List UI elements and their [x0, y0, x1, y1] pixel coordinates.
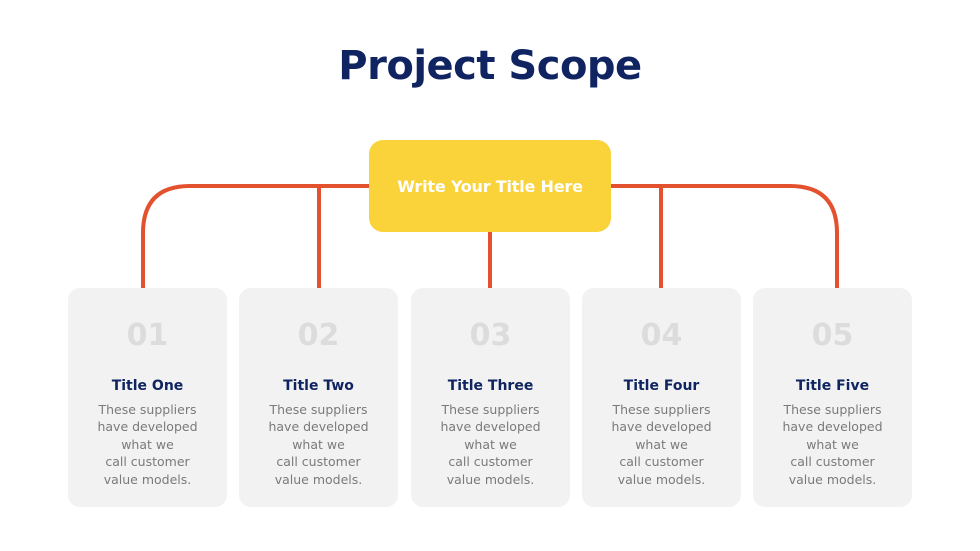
card-title: Title One	[111, 378, 184, 394]
card-body-line: value models.	[103, 471, 192, 487]
card-body-line: what we	[635, 436, 688, 452]
card-body-line: have developed	[268, 419, 369, 435]
card-body-line: These suppliers	[98, 402, 197, 417]
card-05	[753, 288, 912, 507]
card-title: Title Two	[283, 378, 354, 394]
card-02	[239, 288, 398, 507]
card-body-line: value models.	[617, 471, 706, 487]
card-body-line: value models.	[788, 471, 877, 487]
card-body-line: what we	[464, 436, 517, 452]
page-title: Project Scope	[338, 43, 642, 89]
card-body-line: have developed	[611, 419, 712, 435]
connector-outer-left	[141, 184, 370, 288]
card-title: Title Five	[795, 378, 870, 394]
card-body-line: value models.	[274, 471, 363, 487]
card-body-line: These suppliers	[269, 402, 368, 417]
root-title-label: Write Your Title Here	[397, 176, 583, 196]
card-title: Title Four	[623, 378, 700, 394]
card-01	[68, 288, 227, 507]
root-title-box: Write Your Title Here	[369, 140, 611, 232]
card-body-line: call customer	[105, 454, 190, 470]
card-body-line: have developed	[782, 419, 883, 435]
card-body-line: call customer	[619, 454, 704, 470]
card-body-line: have developed	[440, 419, 541, 435]
card-body-line: These suppliers	[612, 402, 711, 417]
card-number: 04	[640, 318, 683, 353]
card-body-line: value models.	[446, 471, 535, 487]
card-number: 03	[469, 318, 512, 353]
card-body-line: call customer	[276, 454, 361, 470]
card-number: 02	[297, 318, 340, 353]
card-number: 01	[126, 318, 169, 353]
card-body-line: call customer	[448, 454, 533, 470]
card-body-line: what we	[121, 436, 174, 452]
card-body-line: These suppliers	[783, 402, 882, 417]
card-body-line: what we	[806, 436, 859, 452]
card-03	[411, 288, 570, 507]
card-body-line: have developed	[97, 419, 198, 435]
card-title: Title Three	[447, 378, 534, 394]
connector-outer-right	[610, 184, 839, 288]
card-body-line: what we	[292, 436, 345, 452]
card-number: 05	[811, 318, 854, 353]
card-body-line: These suppliers	[441, 402, 540, 417]
card-04	[582, 288, 741, 507]
card-body-line: call customer	[790, 454, 875, 470]
